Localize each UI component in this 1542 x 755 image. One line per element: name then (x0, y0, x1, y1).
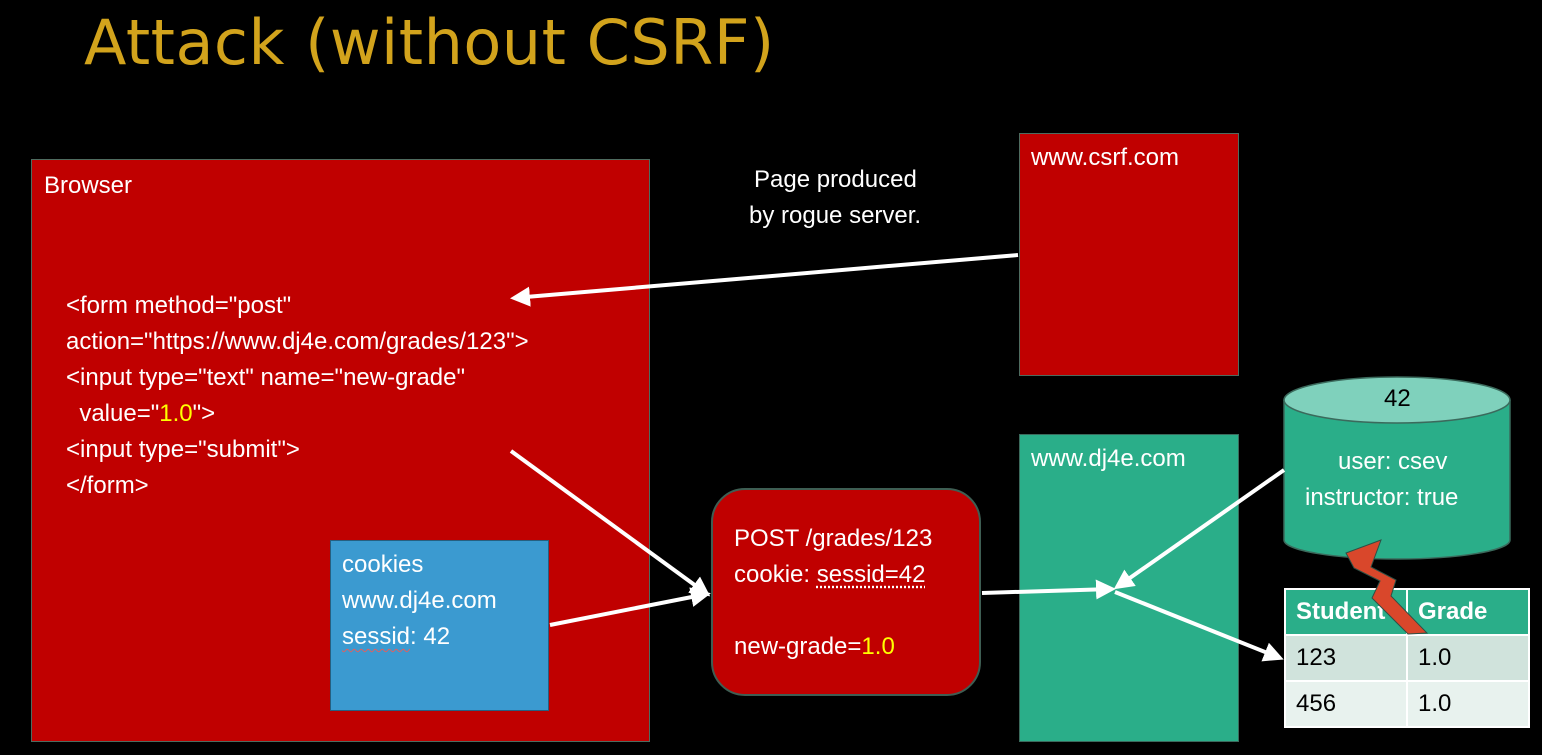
table-row: 123 1.0 (1284, 634, 1530, 682)
table-cell: 1.0 (1406, 634, 1530, 682)
request-param: new-grade=1.0 (734, 629, 895, 665)
request-cookie: cookie: sessid=42 (734, 557, 925, 593)
code-fragment: value=" (66, 400, 160, 427)
table-cell: 1.0 (1406, 680, 1530, 728)
session-id: 42 (1384, 385, 1411, 412)
code-line: </form> (66, 472, 149, 499)
table-row: 456 1.0 (1284, 680, 1530, 728)
cookies-box: cookies www.dj4e.com sessid: 42 (330, 540, 549, 711)
slide-title: Attack (without CSRF) (84, 6, 775, 79)
code-line: <form method="post" (66, 292, 292, 319)
dj4e-server-label: www.dj4e.com (1031, 445, 1186, 472)
browser-label: Browser (44, 172, 133, 199)
cookies-title: cookies (342, 551, 424, 578)
session-user: user: csev (1338, 448, 1448, 475)
csrf-server-label: www.csrf.com (1031, 144, 1180, 171)
grades-table: Student Grade 123 1.0 456 1.0 (1284, 588, 1530, 728)
rogue-note-line1: Page produced (754, 166, 917, 193)
form-code: <form method="post" action="https://www.… (66, 288, 529, 504)
cookies-domain: www.dj4e.com (342, 587, 497, 614)
table-header: Grade (1406, 588, 1530, 636)
param-value: 1.0 (861, 633, 895, 660)
cookie-prefix: cookie: (734, 561, 817, 588)
rogue-note-line2: by rogue server. (749, 202, 922, 229)
cookies-sessid: sessid: 42 (342, 619, 450, 655)
injected-grade-value: 1.0 (159, 400, 193, 427)
table-cell: 456 (1284, 680, 1408, 728)
post-request-box: POST /grades/123 cookie: sessid=42 new-g… (711, 488, 981, 696)
code-fragment: "> (192, 400, 216, 427)
code-line: action="https://www.dj4e.com/grades/123"… (66, 328, 529, 355)
code-line: value="1.0"> (66, 396, 529, 432)
request-line: POST /grades/123 (734, 525, 933, 552)
sessid-key: sessid (342, 623, 411, 650)
table-header: Student (1284, 588, 1408, 636)
code-line: <input type="text" name="new-grade" (66, 364, 465, 391)
sessid-value: : 42 (410, 623, 451, 650)
csrf-server-box: www.csrf.com (1019, 133, 1239, 376)
param-name: new-grade= (734, 633, 862, 660)
session-role: instructor: true (1305, 484, 1459, 511)
dj4e-server-box: www.dj4e.com (1019, 434, 1239, 742)
code-line: <input type="submit"> (66, 436, 300, 463)
cookie-value: sessid=42 (816, 561, 926, 588)
table-cell: 123 (1284, 634, 1408, 682)
